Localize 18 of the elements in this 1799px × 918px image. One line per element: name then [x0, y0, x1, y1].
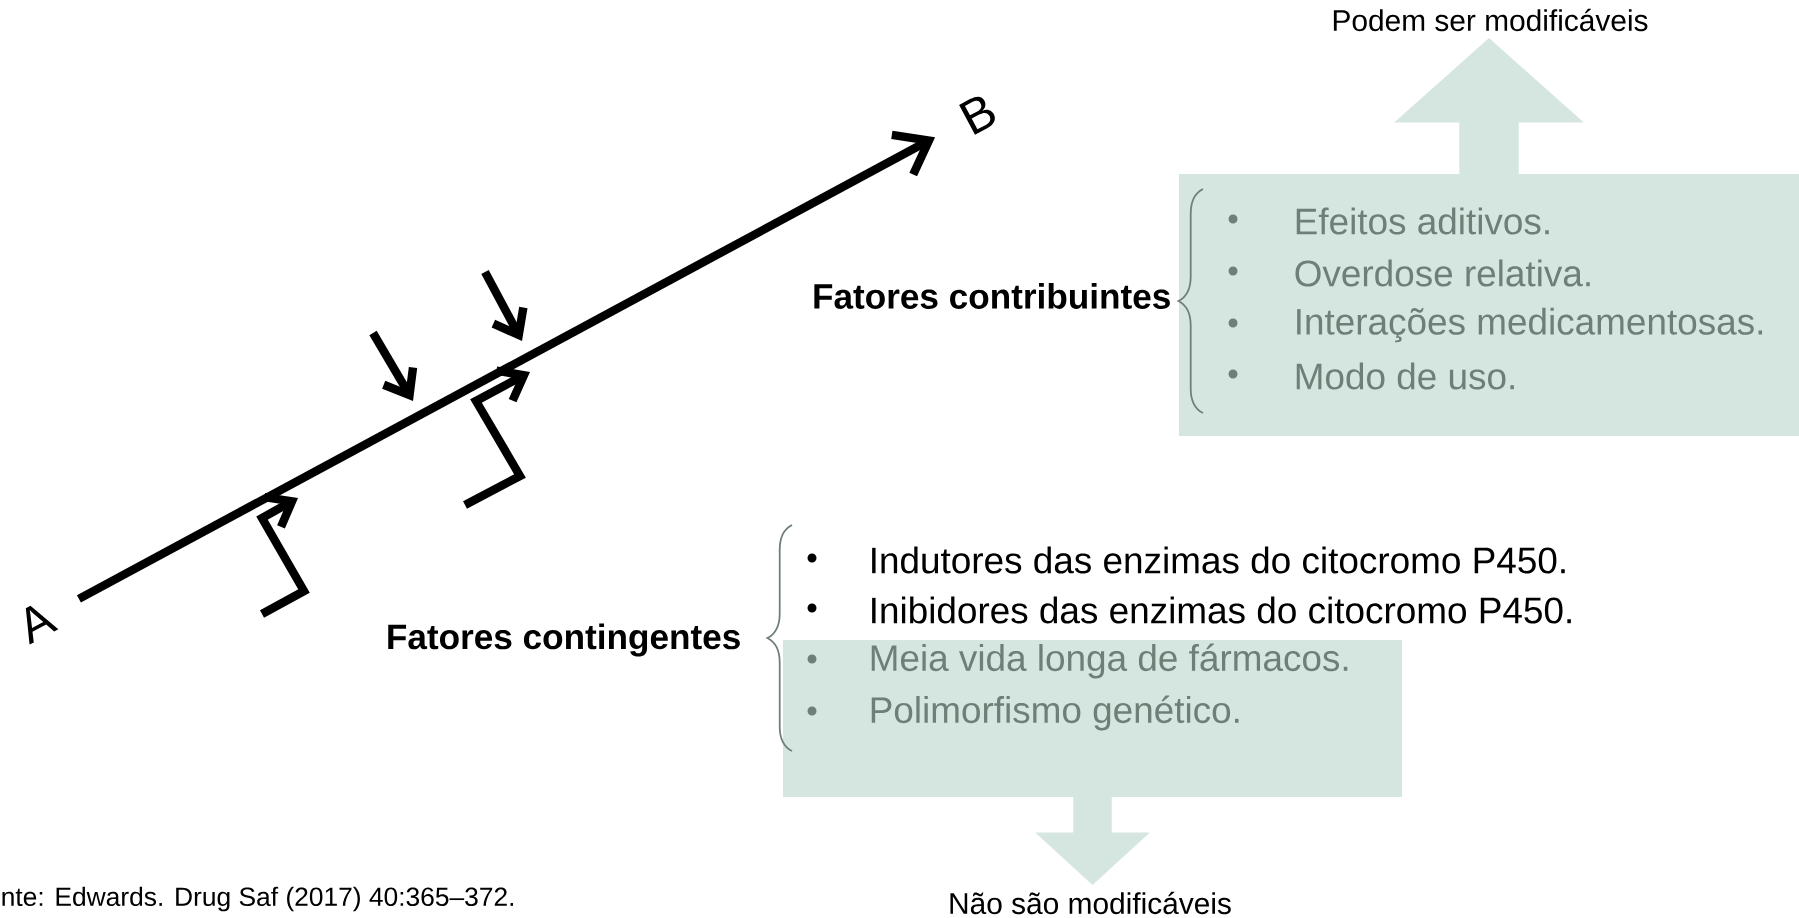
heading: Fatores contribuintes	[814, 283, 1170, 309]
point-letter: B	[959, 96, 995, 135]
list-item: Inibidores das enzimas do citocromo P450.	[872, 596, 1571, 624]
list-item: Indutores das enzimas do citocromo P450.	[872, 546, 1565, 574]
point-letter: A	[25, 605, 59, 645]
list-item: Meia vida longa de fármacos.	[871, 643, 1348, 679]
list-item: Polimorfismo genético.	[871, 695, 1239, 731]
block-arrow	[1035, 797, 1150, 886]
caption-text: Não são modificáveis	[950, 891, 1231, 915]
caption-text: Podem ser modificáveis	[1333, 8, 1648, 32]
source-note: nte: Edwards. Drug Saf (2017) 40:365–372.	[2, 886, 514, 912]
list-item: Efeitos aditivos.	[1296, 207, 1549, 235]
block-arrow	[1394, 37, 1584, 174]
list-item: Overdose relativa.	[1295, 259, 1590, 287]
list-item: Interações medicamentosas.	[1297, 307, 1763, 343]
arrow	[76, 130, 936, 603]
heading: Fatores contingentes	[388, 623, 740, 657]
list-item: Modo de uso.	[1296, 362, 1514, 390]
